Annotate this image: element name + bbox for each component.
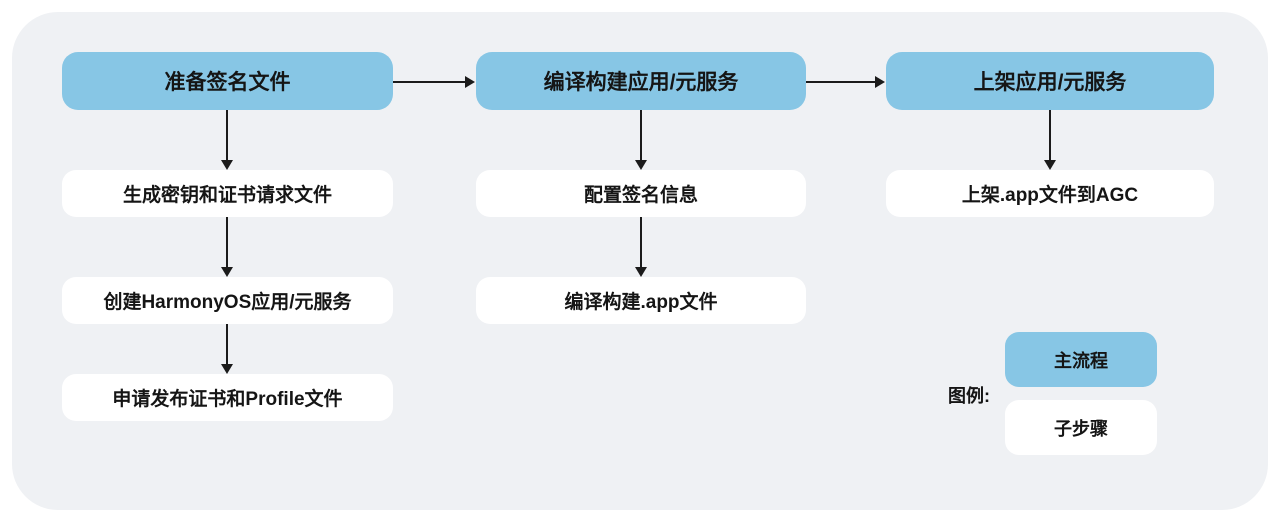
arrow-down-icon xyxy=(226,110,228,160)
arrow-down-icon xyxy=(640,110,642,160)
arrow-down-icon xyxy=(226,324,228,364)
main-step-release-app: 上架应用/元服务 xyxy=(886,52,1214,110)
legend-label: 图例: xyxy=(948,386,990,406)
main-step-prepare-signing-files: 准备签名文件 xyxy=(62,52,393,110)
arrow-right-icon xyxy=(393,81,465,83)
arrow-down-icon xyxy=(226,217,228,267)
legend-sub-step: 子步骤 xyxy=(1005,400,1157,455)
legend-main-process: 主流程 xyxy=(1005,332,1157,387)
arrow-right-icon xyxy=(806,81,875,83)
sub-step-generate-key-csr: 生成密钥和证书请求文件 xyxy=(62,170,393,217)
arrow-down-icon xyxy=(1049,110,1051,160)
sub-step-upload-app-to-agc: 上架.app文件到AGC xyxy=(886,170,1214,217)
sub-step-configure-signing-info: 配置签名信息 xyxy=(476,170,806,217)
sub-step-apply-cert-profile: 申请发布证书和Profile文件 xyxy=(62,374,393,421)
sub-step-build-app-file: 编译构建.app文件 xyxy=(476,277,806,324)
main-step-build-app: 编译构建应用/元服务 xyxy=(476,52,806,110)
arrow-down-icon xyxy=(640,217,642,267)
sub-step-create-harmonyos-app: 创建HarmonyOS应用/元服务 xyxy=(62,277,393,324)
